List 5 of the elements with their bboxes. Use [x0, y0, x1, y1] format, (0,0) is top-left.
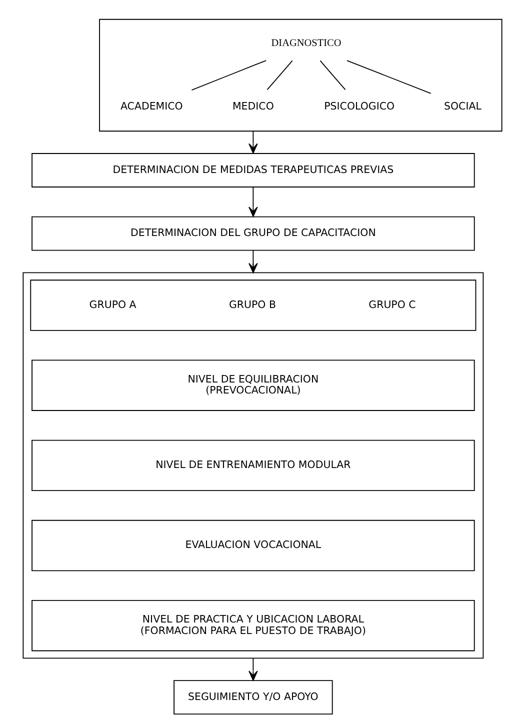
node-text: DIAGNOSTICO: [270, 38, 341, 50]
node-text: ACADEMICO: [120, 100, 182, 113]
node-text: MEDICO: [232, 100, 274, 113]
node-text: SOCIAL: [444, 100, 481, 113]
node-text: PSICOLOGICO: [324, 100, 394, 113]
